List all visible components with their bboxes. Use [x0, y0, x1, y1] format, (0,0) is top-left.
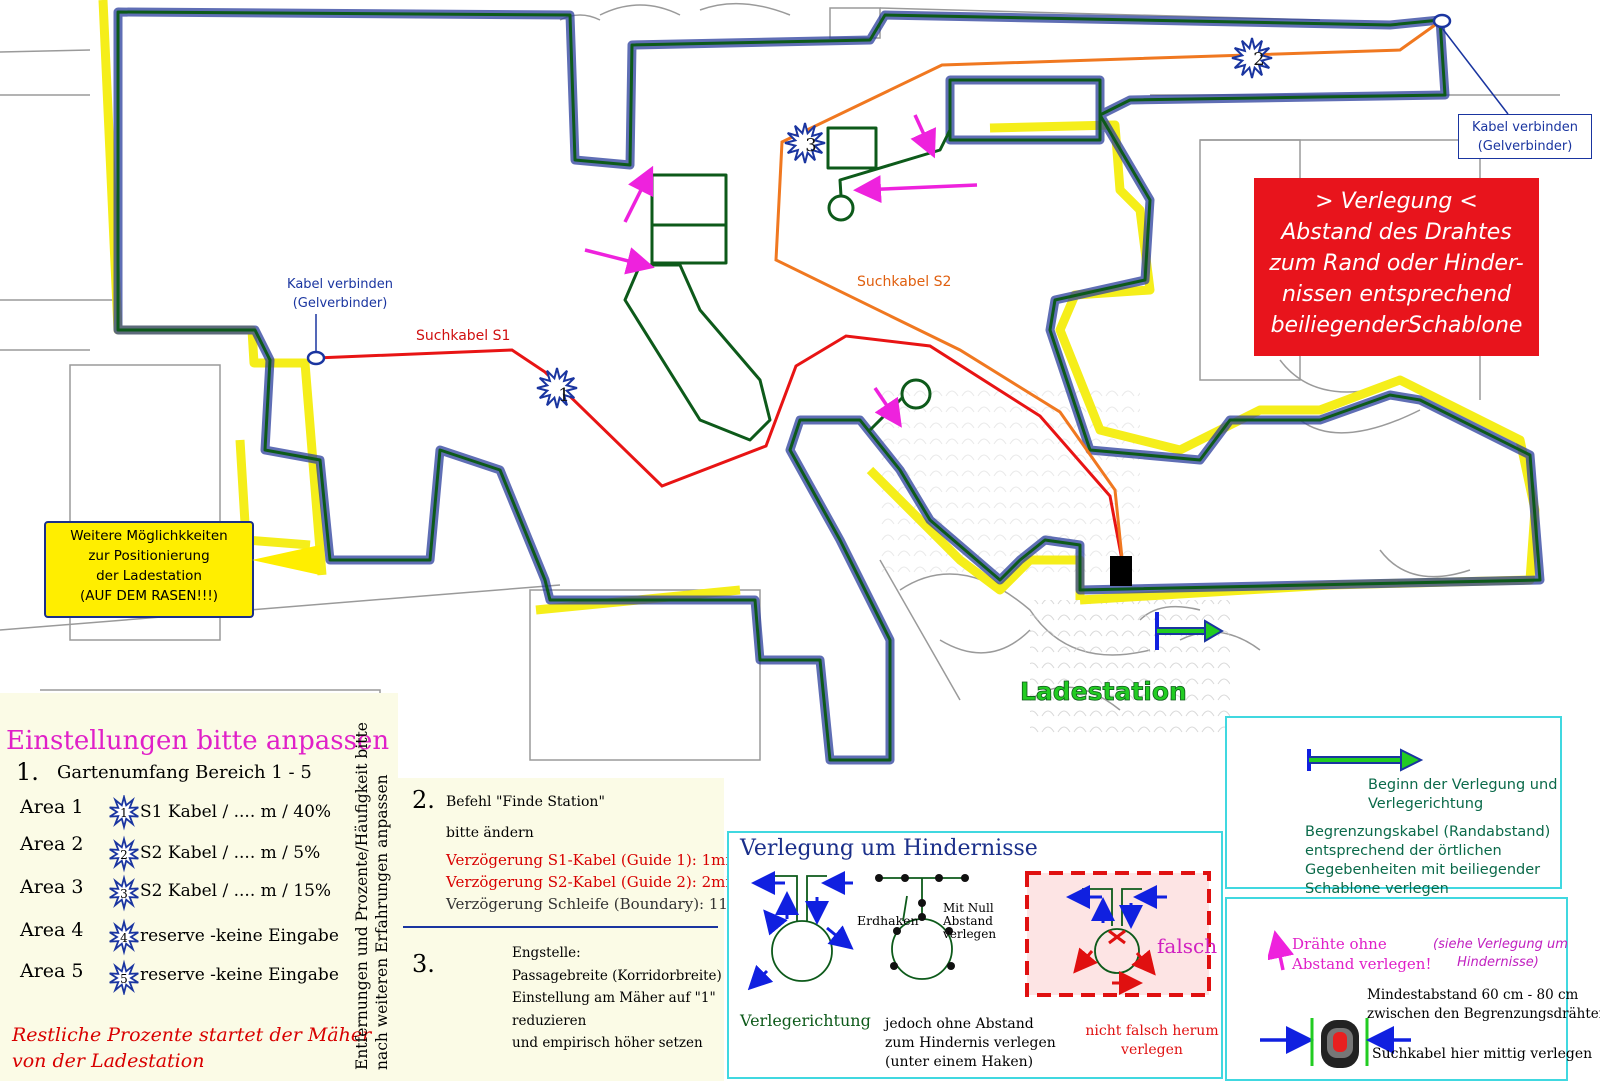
legend-suchkabel-mittig: Suchkabel hier mittig verlegen: [1372, 1046, 1593, 1062]
section2-sub: bitte ändern: [446, 825, 534, 841]
area-star-number: 1: [120, 806, 128, 820]
legend-panel-start: [1225, 716, 1562, 889]
area-text: S1 Kabel / .... m / 40%: [140, 802, 332, 822]
area-text: reserve -keine Eingabe: [140, 926, 339, 946]
legend-draehte: Drähte ohne Abstand verlegen!: [1292, 935, 1432, 973]
verlegerichtung-label: Verlegerichtung: [740, 1011, 871, 1030]
magenta-arrows: [584, 114, 978, 428]
obstacle-diagrams: [747, 871, 1211, 997]
wrong-routing-box: [1025, 871, 1211, 997]
area-text: S2 Kabel / .... m / 15%: [140, 881, 332, 901]
rest-percent-note: Restliche Prozente startet der Mäher von…: [12, 1024, 372, 1072]
begin-arrow-map-icon: [1155, 612, 1224, 650]
nicht-falsch-label: nicht falsch herum verlegen: [1085, 1023, 1219, 1058]
area-name: Area 2: [20, 833, 84, 855]
zero-distance-label: Mit Null Abstand verlegen: [943, 901, 997, 941]
verlegung-box: > Verlegung < Abstand des Drahtes zum Ra…: [1254, 178, 1539, 356]
command-panel: [398, 778, 724, 1081]
direction-arrows: [747, 871, 854, 991]
yellow-note-pointer: [252, 545, 320, 575]
area-name: Area 4: [20, 919, 84, 941]
ladestation-marker-icon: [1110, 556, 1132, 586]
area-stars: 1 2 3 4 5: [109, 795, 139, 995]
legend-siehe: (siehe Verlegung um Hindernisse): [1433, 937, 1568, 970]
section1-title: Gartenumfang Bereich 1 - 5: [57, 762, 312, 783]
map-stars: [536, 37, 1273, 409]
area-star-number: 5: [120, 972, 128, 986]
suchkabel-s1-label: Suchkabel S1: [416, 328, 510, 344]
suchkabel-s2-label: Suchkabel S2: [857, 274, 951, 290]
connector-left-icon: [306, 350, 326, 366]
mower-icon: [1321, 1020, 1359, 1068]
wrong-blue-arrows: [1066, 885, 1167, 929]
ladestation-label: Ladestation: [1020, 677, 1187, 706]
jedoch-label: jedoch ohne Abstand zum Hindernis verleg…: [885, 1016, 1056, 1070]
legend-panel-wires: [1225, 897, 1568, 1081]
obstacle-title: Verlegung um Hindernisse: [740, 836, 1038, 861]
area-name: Area 5: [20, 960, 84, 982]
section2-number: 2.: [412, 786, 435, 814]
area-name: Area 3: [20, 876, 84, 898]
legend-begin: Beginn der Verlegung und Verlegerichtung: [1368, 777, 1558, 812]
hook-dots: [875, 874, 969, 970]
mower-wire-diagram: [1260, 1018, 1411, 1068]
connector-right-icon: [1432, 13, 1452, 29]
section1-number: 1.: [16, 758, 39, 786]
boundary-wire: [113, 7, 1545, 765]
erdhaken-label: Erdhaken: [857, 913, 919, 928]
area-star-number: 3: [120, 887, 128, 901]
settings-panel: [0, 693, 398, 1081]
delay-loop: Verzögerung Schleife (Boundary): 11min: [446, 895, 757, 913]
connector-left-label: Kabel verbinden (Gelverbinder): [287, 277, 393, 311]
legend-mindest: Mindestabstand 60 cm - 80 cm zwischen de…: [1367, 987, 1600, 1022]
station-position-note: Weitere Möglichkkeiten zur Positionierun…: [44, 521, 254, 618]
section3-text: Engstelle: Passagebreite (Korridorbreite…: [512, 945, 722, 1051]
section2-title: Befehl "Finde Station": [446, 794, 605, 810]
star-2-label: 2: [1253, 49, 1264, 70]
star-1-label: 1: [558, 385, 569, 406]
suchkabel-s1-line: [315, 334, 1124, 561]
area-text: reserve -keine Eingabe: [140, 965, 339, 985]
divider: [403, 926, 718, 928]
connector-right-label: Kabel verbinden (Gelverbinder): [1458, 114, 1592, 159]
area-name: Area 1: [20, 796, 84, 818]
area-text: S2 Kabel / .... m / 5%: [140, 843, 321, 863]
vertical-note: Entfernungen und Prozente/Häufigkeit bit…: [353, 722, 391, 1070]
delay-s1: Verzögerung S1-Kabel (Guide 1): 1min: [446, 851, 740, 869]
section3-number: 3.: [412, 950, 435, 978]
area-star-number: 4: [120, 931, 128, 945]
falsch-label: falsch: [1157, 934, 1218, 958]
wrong-red-arrows: [1073, 929, 1156, 995]
legend-boundary: Begrenzungskabel (Randabstand) entsprech…: [1305, 824, 1551, 897]
settings-title: Einstellungen bitte anpassen: [6, 726, 390, 756]
star-3-label: 3: [805, 135, 816, 156]
area-star-number: 2: [120, 848, 128, 862]
begin-arrow-legend-icon: [1307, 748, 1424, 772]
magenta-arrow-legend-icon: [1268, 930, 1295, 971]
correct-routing-diagram: [767, 875, 833, 982]
delay-s2: Verzögerung S2-Kabel (Guide 2): 2min: [446, 873, 740, 891]
